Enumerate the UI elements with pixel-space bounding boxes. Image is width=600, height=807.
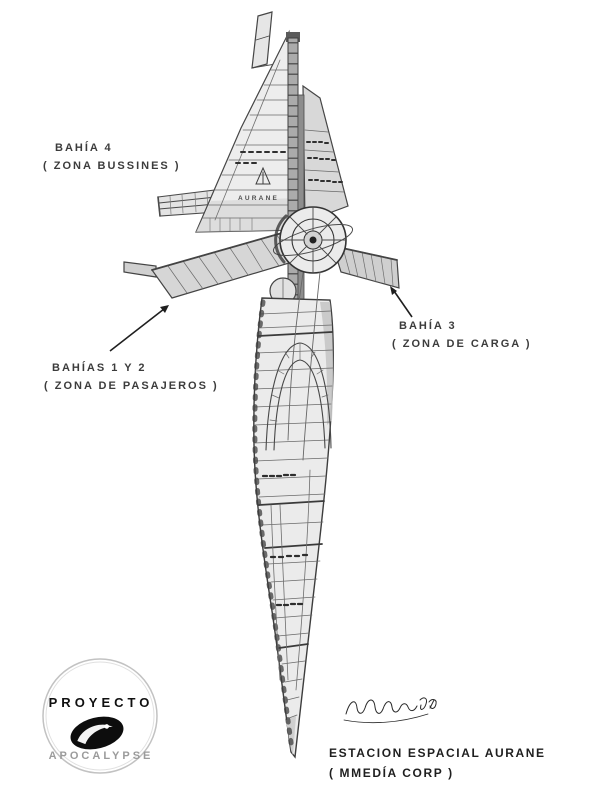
- spine-ladder: [252, 299, 295, 753]
- lower-hull: [252, 271, 334, 759]
- signature: [343, 697, 437, 724]
- bay3-arrow: [390, 286, 413, 318]
- upper-sails: AURANE: [195, 11, 349, 233]
- bay3-sublabel: ( ZONA DE CARGA ): [392, 338, 532, 350]
- rear-sail: [302, 84, 349, 223]
- logo-emblem: [42, 658, 158, 774]
- annotation-arrows: [109, 286, 413, 352]
- logo-fish-icon: [70, 716, 124, 750]
- logo-circle: [42, 658, 158, 774]
- hub-ring: [272, 206, 354, 274]
- bay4-label: BAHÍA 4: [55, 142, 113, 154]
- top-spire: [251, 11, 273, 69]
- bay3-label: BAHÍA 3: [399, 320, 457, 332]
- arch-detail: [265, 342, 332, 451]
- bays12-label: BAHÍAS 1 Y 2: [52, 362, 147, 374]
- logo-subtitle: APOCALYPSE: [48, 750, 154, 762]
- left-wing: [123, 232, 300, 305]
- bay4-sublabel: ( ZONA BUSSINES ): [43, 160, 181, 172]
- aurane-emblem: [255, 166, 271, 185]
- bays12-arrow: [109, 305, 169, 352]
- caption-title: ESTACION ESPACIAL AURANE: [329, 746, 546, 760]
- hull-name-text: AURANE: [238, 195, 279, 202]
- logo-title: PROYECTO: [48, 695, 154, 710]
- bays12-sublabel: ( ZONA DE PASAJEROS ): [44, 380, 219, 392]
- caption-subtitle: ( MMEDÍA CORP ): [329, 766, 454, 780]
